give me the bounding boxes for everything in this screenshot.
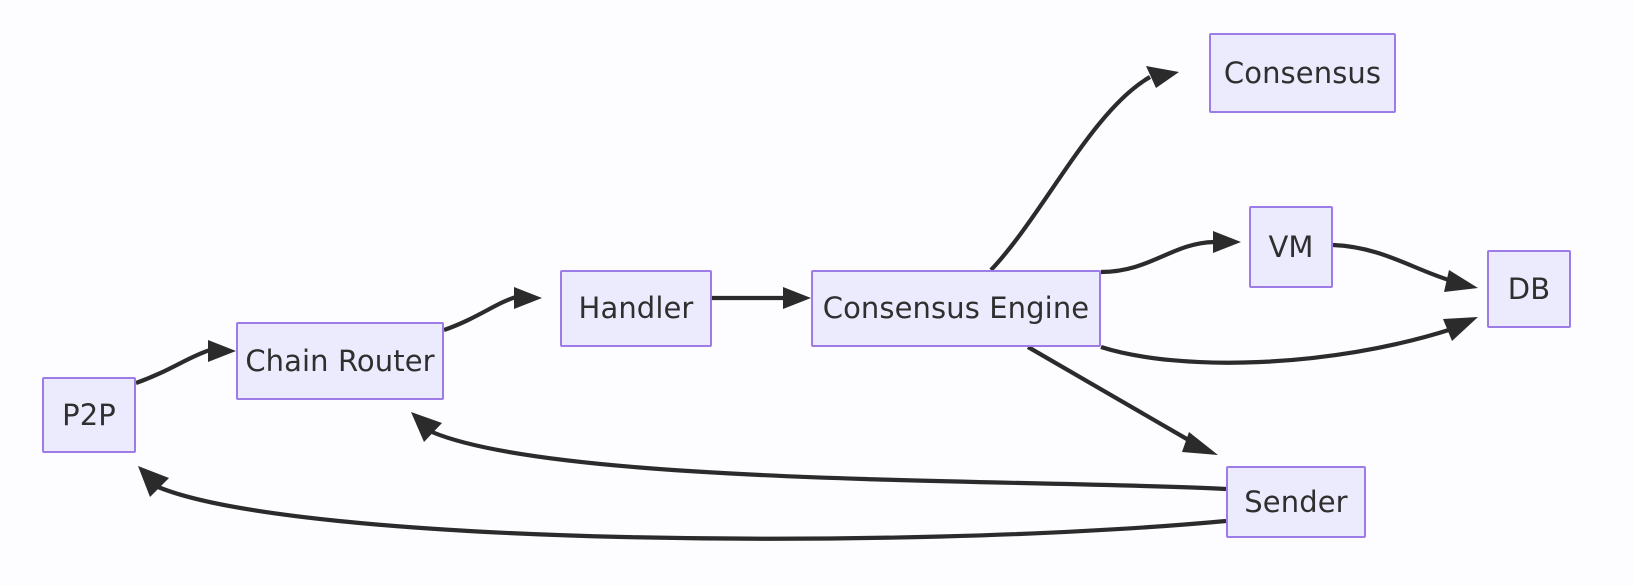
node-vm-label: VM	[1268, 229, 1314, 264]
node-db[interactable]: DB	[1487, 250, 1571, 328]
edge-handler-to-consensus-engine	[712, 287, 811, 309]
node-sender-label: Sender	[1244, 484, 1348, 519]
edge-sender-to-p2p	[138, 466, 1227, 541]
node-chain-router[interactable]: Chain Router	[236, 322, 444, 400]
edge-consensus-engine-to-vm	[1100, 231, 1241, 275]
edge-consensus-engine-to-consensus	[989, 66, 1179, 272]
node-consensus-engine[interactable]: Consensus Engine	[811, 270, 1101, 347]
node-sender[interactable]: Sender	[1226, 466, 1366, 538]
node-consensus[interactable]: Consensus	[1209, 33, 1396, 113]
edge-p2p-to-chain-router	[135, 340, 236, 385]
node-p2p[interactable]: P2P	[42, 377, 136, 453]
node-db-label: DB	[1507, 271, 1551, 306]
edge-consensus-engine-to-sender	[1026, 345, 1218, 455]
node-vm[interactable]: VM	[1249, 206, 1333, 288]
node-handler-label: Handler	[578, 291, 694, 325]
node-p2p-label: P2P	[62, 397, 116, 432]
node-consensus-engine-label: Consensus Engine	[822, 291, 1090, 325]
node-consensus-label: Consensus	[1223, 55, 1382, 90]
edge-vm-to-db	[1332, 242, 1478, 292]
node-chain-router-label: Chain Router	[245, 343, 435, 378]
edge-sender-to-chain-router	[411, 412, 1227, 492]
edge-consensus-engine-to-db	[1100, 317, 1478, 365]
node-handler[interactable]: Handler	[560, 270, 712, 347]
edge-chain-router-to-handler	[443, 287, 542, 332]
